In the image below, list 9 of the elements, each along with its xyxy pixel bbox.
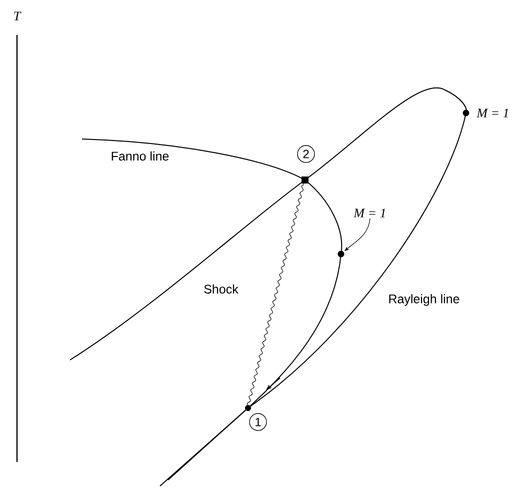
mach-label: M = 1 <box>354 208 385 218</box>
curve-label: Fanno line <box>112 151 169 161</box>
state-number: 2 <box>297 145 315 163</box>
sonic-point <box>338 250 344 258</box>
axis-label: T <box>14 12 22 20</box>
curve-label: Rayleigh line <box>389 294 460 306</box>
curve-label: Shock <box>204 284 238 294</box>
mach-label: M = 1 <box>476 108 508 118</box>
state-number: 1 <box>249 413 267 431</box>
